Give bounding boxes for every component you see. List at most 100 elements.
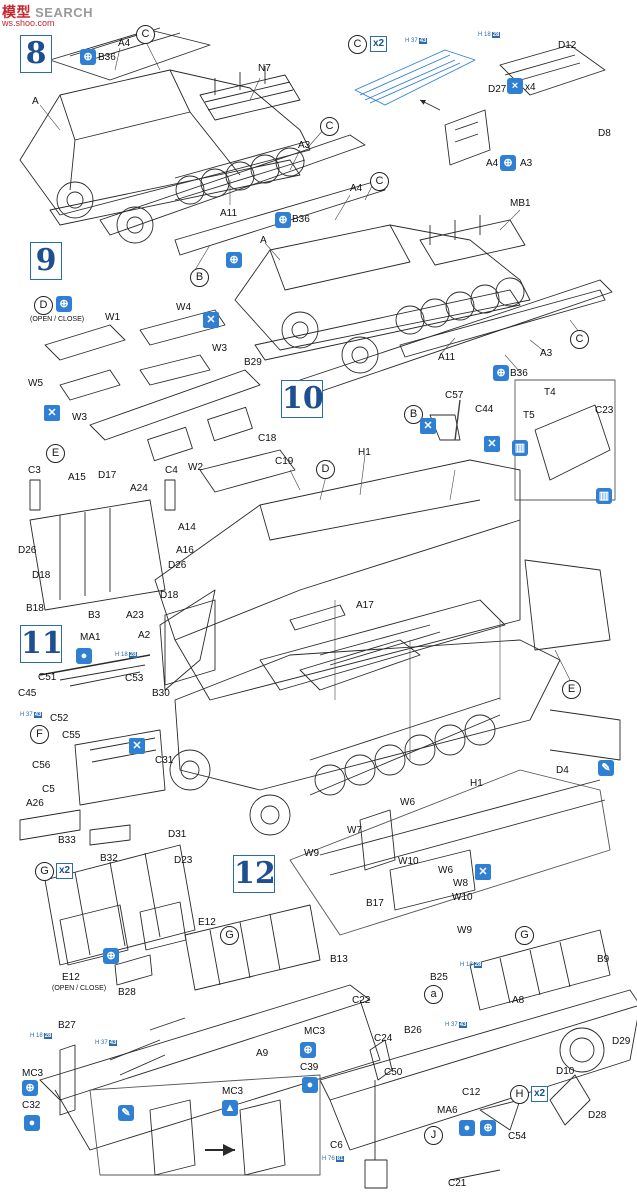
part-label: B36 — [98, 52, 116, 63]
part-label: C51 — [38, 672, 57, 683]
part-label-circled: E — [46, 444, 65, 463]
bottom-running-boards — [39, 904, 637, 1189]
part-label-circled: a — [424, 985, 443, 1004]
part-label-circled: C — [136, 25, 155, 44]
paint-brush-icon: ✎ — [118, 1105, 134, 1121]
part-label-circled: C — [370, 172, 389, 191]
part-label: A26 — [26, 798, 44, 809]
part-label: C32 — [22, 1100, 41, 1111]
paint-drop-icon: ● — [459, 1120, 475, 1136]
part-label: W7 — [347, 825, 362, 836]
part-label: D28 — [588, 1110, 607, 1121]
watermark-logo: 模型 SEARCH — [2, 4, 94, 20]
step8-rack-sub — [354, 44, 606, 166]
cement-icon: × — [507, 78, 523, 94]
step-number-9: 9 — [30, 242, 62, 280]
part-label: W4 — [176, 302, 191, 313]
part-label: D4 — [556, 765, 569, 776]
part-label: C54 — [508, 1131, 527, 1142]
part-label: B26 — [404, 1025, 422, 1036]
part-label-circled: C — [320, 117, 339, 136]
part-label: A11 — [438, 352, 456, 363]
part-label: C23 — [595, 405, 614, 416]
part-label: B13 — [330, 954, 348, 965]
part-label: D26 — [168, 560, 187, 571]
part-label: C56 — [32, 760, 51, 771]
part-label: D18 — [32, 570, 51, 581]
bend-up-icon: ▲ — [222, 1100, 238, 1116]
part-label-circled: D — [34, 296, 53, 315]
part-label: B28 — [118, 987, 136, 998]
part-label: MC3 — [22, 1068, 44, 1079]
paint-brush-icon: ✎ — [598, 760, 614, 776]
part-label: D10 — [556, 1066, 575, 1077]
part-label: D17 — [98, 470, 117, 481]
clear-part-icon: ✕ — [129, 738, 145, 754]
cement-icon: ⊕ — [480, 1120, 496, 1136]
part-label: D29 — [612, 1036, 631, 1047]
part-label: A4 — [486, 158, 499, 169]
part-label: B27 — [58, 1020, 76, 1031]
part-label: B25 — [430, 972, 448, 983]
part-label: C22 — [352, 995, 371, 1006]
part-label: C3 — [28, 465, 41, 476]
step10-hull — [154, 459, 611, 836]
step11-parts — [19, 654, 166, 846]
part-label: A23 — [126, 610, 144, 621]
cement-icon: ⊕ — [493, 365, 509, 381]
part-label-circled: D — [316, 460, 335, 479]
cement-icon: ⊕ — [22, 1080, 38, 1096]
part-label: B32 — [100, 853, 118, 864]
part-label: D26 — [18, 545, 37, 556]
part-label: W6 — [438, 865, 453, 876]
paint-drop-icon: ● — [302, 1077, 318, 1093]
part-label: W5 — [28, 378, 43, 389]
part-label: W6 — [400, 797, 415, 808]
part-label: MA1 — [80, 632, 101, 643]
part-label: A — [260, 235, 267, 246]
step12-inset — [289, 709, 621, 936]
part-label: A15 — [68, 472, 86, 483]
part-label: B29 — [244, 357, 262, 368]
open-close-note: (OPEN / CLOSE) — [52, 985, 107, 992]
part-label-circled: C — [348, 35, 367, 54]
part-label: C50 — [384, 1067, 403, 1078]
part-label-circled: B — [190, 268, 209, 287]
part-label: MB1 — [510, 198, 531, 209]
part-label: W1 — [105, 312, 120, 323]
part-label: B17 — [366, 898, 384, 909]
part-label: W9 — [457, 925, 472, 936]
cement-icon: ⊕ — [80, 49, 96, 65]
part-label: C45 — [18, 688, 37, 699]
paint-stripes-icon: ▥ — [596, 488, 612, 504]
part-label: W3 — [72, 412, 87, 423]
part-label: D31 — [168, 829, 187, 840]
part-label: C18 — [258, 433, 277, 444]
part-label: B33 — [58, 835, 76, 846]
part-label: T4 — [544, 387, 556, 398]
step-number-11: 11 — [20, 625, 63, 663]
part-label-circled: J — [424, 1126, 443, 1145]
part-label-circled: G — [515, 926, 534, 945]
paint-stripes-icon: ▥ — [512, 440, 528, 456]
part-label: C31 — [155, 755, 174, 766]
part-label-circled: C — [570, 330, 589, 349]
part-label: C44 — [475, 404, 494, 415]
cement-icon: ⊕ — [226, 252, 242, 268]
step-number-8: 8 — [20, 35, 52, 73]
part-label: A3 — [540, 348, 553, 359]
clear-part-icon: ✕ — [420, 418, 436, 434]
paint-drop-icon: ● — [76, 648, 92, 664]
part-label: C39 — [300, 1062, 319, 1073]
part-label: MC3 — [304, 1026, 326, 1037]
part-label: A3 — [520, 158, 533, 169]
part-label: C21 — [448, 1178, 467, 1189]
part-label: B30 — [152, 688, 170, 699]
part-label: A17 — [356, 600, 374, 611]
part-label: C12 — [462, 1087, 481, 1098]
